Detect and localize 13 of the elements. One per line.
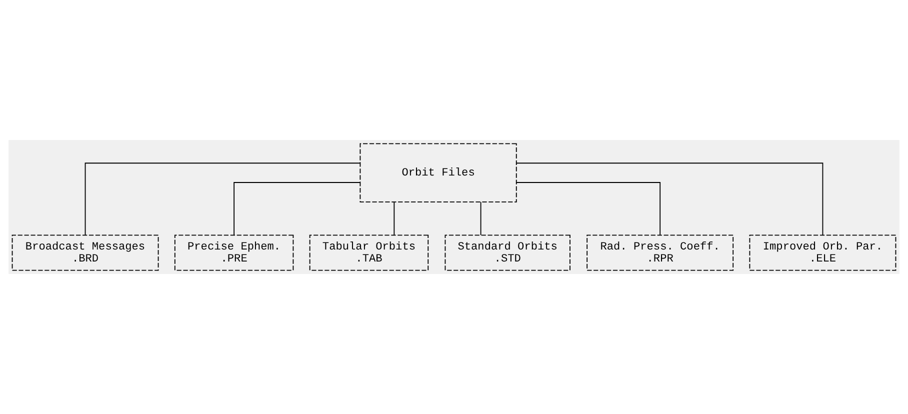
node-box: Orbit Files: [360, 143, 517, 202]
node-box: Broadcast Messages .BRD: [12, 234, 159, 271]
node-box: Standard Orbits .STD: [444, 234, 570, 271]
connector: [516, 182, 661, 236]
connector: [516, 162, 824, 236]
node-box: Rad. Press. Coeff. .RPR: [586, 234, 734, 271]
connector: [84, 162, 360, 236]
connector: [480, 202, 482, 236]
node-box: Improved Orb. Par. .ELE: [749, 234, 896, 271]
node-box: Precise Ephem. .PRE: [174, 234, 294, 271]
connector: [234, 182, 360, 236]
connector: [394, 202, 395, 236]
node-box: Tabular Orbits .TAB: [309, 234, 429, 271]
